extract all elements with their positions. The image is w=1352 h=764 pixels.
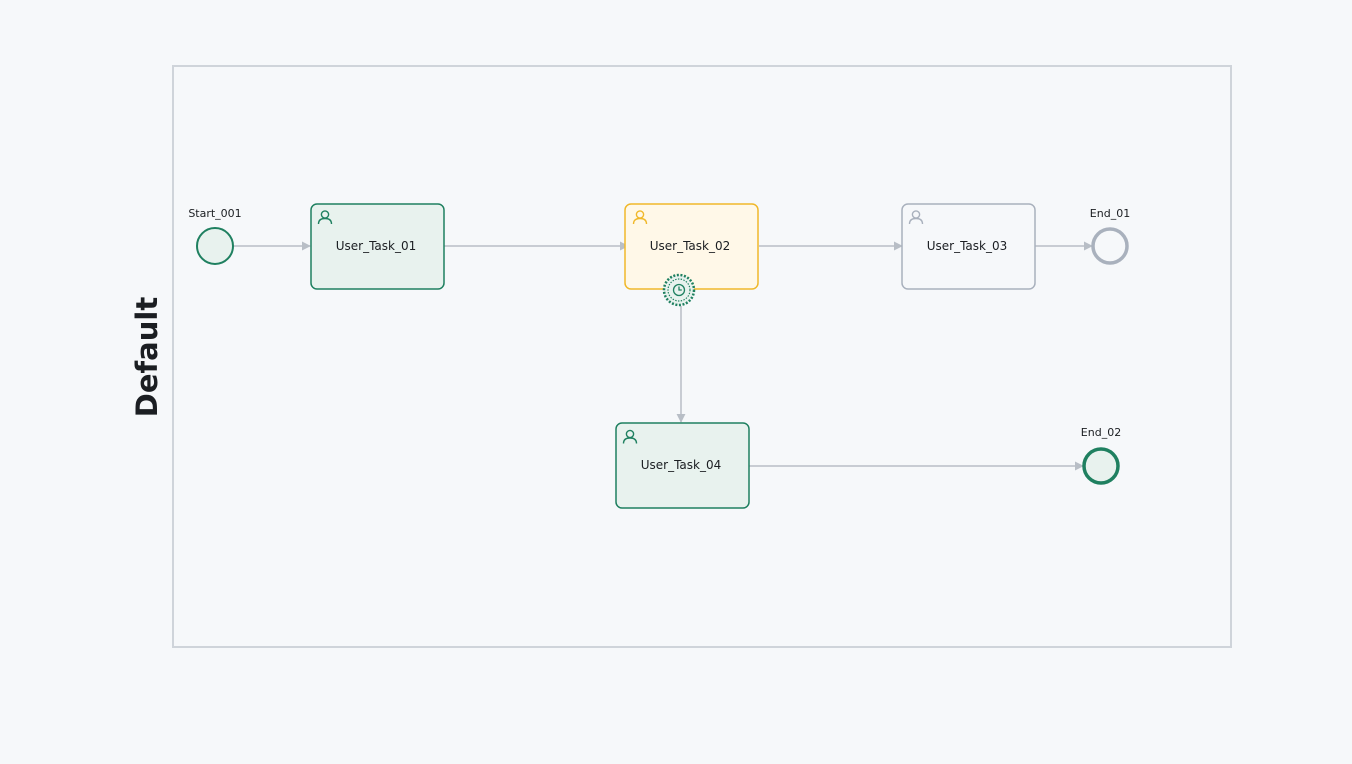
timer-inner-ring [667, 278, 691, 302]
lane-label: Default [130, 297, 164, 418]
user-task-01[interactable]: User_Task_01 [310, 203, 445, 290]
sequence-flows [233, 241, 1093, 471]
task-box [310, 203, 445, 290]
end-event-circle [1082, 447, 1120, 485]
task-box [615, 422, 750, 509]
task-label: User_Task_02 [650, 239, 731, 253]
start-event-label: Start_001 [188, 207, 241, 220]
boundary-timer-event[interactable] [662, 273, 696, 307]
end-event-01[interactable]: End_01 [1090, 207, 1130, 265]
end-event-label: End_02 [1081, 426, 1121, 439]
end-event-label: End_01 [1090, 207, 1130, 220]
task-label: User_Task_03 [927, 239, 1008, 253]
task-box [901, 203, 1036, 290]
end-event-circle [1091, 227, 1129, 265]
user-icon [908, 210, 924, 225]
user-task-02[interactable]: User_Task_02 [624, 203, 759, 290]
task-label: User_Task_04 [641, 458, 722, 472]
task-label: User_Task_01 [336, 239, 417, 253]
end-event-02[interactable]: End_02 [1081, 426, 1121, 485]
clock-icon [672, 283, 686, 297]
user-icon [622, 429, 638, 444]
user-icon [632, 210, 648, 225]
start-event-circle [196, 227, 234, 265]
user-icon [317, 210, 333, 225]
user-task-04[interactable]: User_Task_04 [615, 422, 750, 509]
pool-border [172, 65, 1232, 648]
user-task-03[interactable]: User_Task_03 [901, 203, 1036, 290]
start-event[interactable]: Start_001 [188, 207, 242, 265]
